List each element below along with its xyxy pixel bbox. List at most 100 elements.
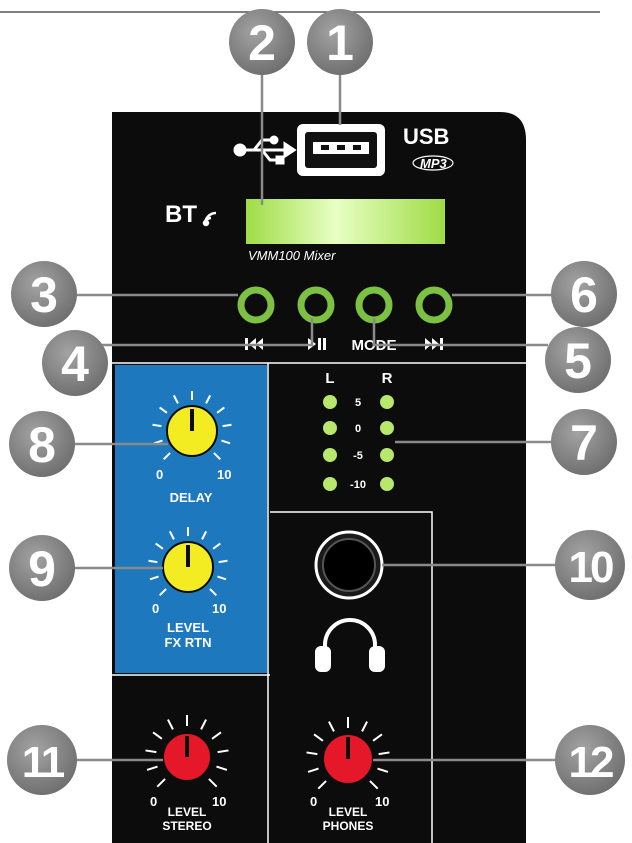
meter-left-label: L — [325, 370, 334, 387]
knob-tick — [159, 406, 168, 414]
fx-rtn-knob-ticks — [148, 527, 228, 596]
knob-tick — [152, 423, 162, 428]
svg-text:10: 10 — [569, 543, 613, 592]
svg-text:1: 1 — [326, 15, 354, 71]
knob-tick — [372, 733, 383, 742]
bt-signal-icon — [202, 211, 217, 227]
svg-text:7: 7 — [570, 415, 598, 471]
knob-tick — [168, 530, 175, 540]
callout-9: 9 — [9, 535, 75, 601]
knob-tick — [317, 780, 327, 790]
knob-tick — [313, 733, 324, 742]
knob-tick — [152, 731, 163, 740]
fx-rtn-max-label: 10 — [212, 601, 226, 616]
knob-tick — [211, 731, 222, 740]
knob-tick — [145, 749, 157, 754]
led-indicator — [380, 421, 394, 435]
next-button[interactable] — [415, 286, 453, 324]
knob-tick — [328, 721, 335, 732]
meter-row: 5 — [323, 395, 394, 409]
phones-label-line1: LEVEL — [329, 805, 368, 819]
knob-tick — [172, 394, 179, 404]
meter-scale-label: -5 — [353, 450, 363, 462]
knob-tick — [201, 530, 208, 540]
knob-tick — [216, 765, 228, 771]
svg-text:4: 4 — [61, 336, 89, 392]
stereo-knob[interactable] — [162, 732, 212, 782]
callout-4: 4 — [42, 330, 108, 396]
fx-rtn-knob[interactable] — [162, 541, 214, 593]
knob-tick — [221, 439, 231, 445]
meter-scale-label: -10 — [350, 479, 366, 491]
meter-row: -5 — [323, 448, 394, 462]
knob-tick — [167, 719, 174, 730]
knob-tick — [307, 767, 319, 773]
callout-6: 6 — [551, 261, 617, 327]
meter-scale-label: 5 — [355, 397, 361, 409]
leader-lines — [70, 68, 560, 762]
fx-rtn-label-line1: LEVEL — [167, 620, 209, 635]
svg-text:2: 2 — [248, 15, 276, 71]
knob-tick — [156, 778, 166, 788]
meter-row: -10 — [323, 477, 394, 491]
knob-tick — [217, 575, 227, 581]
divider-line — [270, 511, 433, 843]
knob-tick — [155, 542, 164, 550]
mode-button[interactable] — [355, 286, 393, 324]
knob-tick — [213, 452, 221, 460]
delay-knob[interactable] — [166, 405, 218, 457]
meter-scale-label: 0 — [355, 423, 361, 435]
play-pause-button[interactable] — [297, 286, 335, 324]
knob-tick — [218, 559, 228, 564]
svg-text:12: 12 — [569, 738, 613, 787]
led-indicator — [323, 477, 337, 491]
knob-tick — [208, 778, 218, 788]
lcd-display — [246, 199, 445, 244]
headphone-jack[interactable] — [314, 530, 384, 600]
callout-1: 1 — [307, 9, 373, 75]
knob-tick — [149, 575, 159, 581]
phones-knob-ticks — [306, 717, 390, 790]
knob-tick — [217, 749, 229, 754]
knob-tick — [216, 406, 225, 414]
delay-min-label: 0 — [156, 467, 163, 482]
callout-11: 11 — [7, 725, 77, 795]
knob-tick — [306, 751, 318, 756]
callout-7: 7 — [551, 409, 617, 475]
led-indicator — [323, 448, 337, 462]
callout-10: 10 — [555, 530, 625, 600]
stereo-min-label: 0 — [150, 794, 157, 809]
stereo-knob-ticks — [145, 715, 229, 788]
stereo-label-line1: LEVEL — [168, 805, 207, 819]
knob-tick — [212, 542, 221, 550]
fx-rtn-min-label: 0 — [152, 601, 159, 616]
knob-tick — [163, 452, 171, 460]
phones-knob[interactable] — [322, 733, 374, 785]
svg-text:8: 8 — [28, 417, 56, 473]
display-caption: VMM100 Mixer — [248, 248, 336, 263]
callout-5: 5 — [545, 327, 611, 393]
led-indicator — [323, 395, 337, 409]
knob-tick — [159, 588, 167, 596]
usb-port[interactable] — [297, 124, 385, 176]
mp3-logo: MP3 — [420, 156, 448, 171]
delay-label: DELAY — [170, 490, 213, 505]
headphones-icon — [315, 618, 385, 672]
callout-12: 12 — [555, 725, 625, 795]
knob-tick — [369, 780, 379, 790]
phones-max-label: 10 — [375, 794, 389, 809]
callout-8: 8 — [9, 411, 75, 477]
knob-tick — [205, 394, 212, 404]
knob-tick — [222, 423, 232, 428]
knob-tick — [361, 721, 368, 732]
phones-min-label: 0 — [310, 794, 317, 809]
prev-button[interactable] — [237, 286, 275, 324]
knob-tick — [377, 767, 389, 773]
knob-tick — [209, 588, 217, 596]
mp3-logo-swoosh — [412, 155, 454, 171]
stereo-label-line2: STEREO — [162, 819, 211, 833]
level-meter: 5 0 -5 -10 — [323, 395, 394, 491]
led-indicator — [323, 421, 337, 435]
fx-rtn-label-line2: FX RTN — [165, 635, 212, 650]
